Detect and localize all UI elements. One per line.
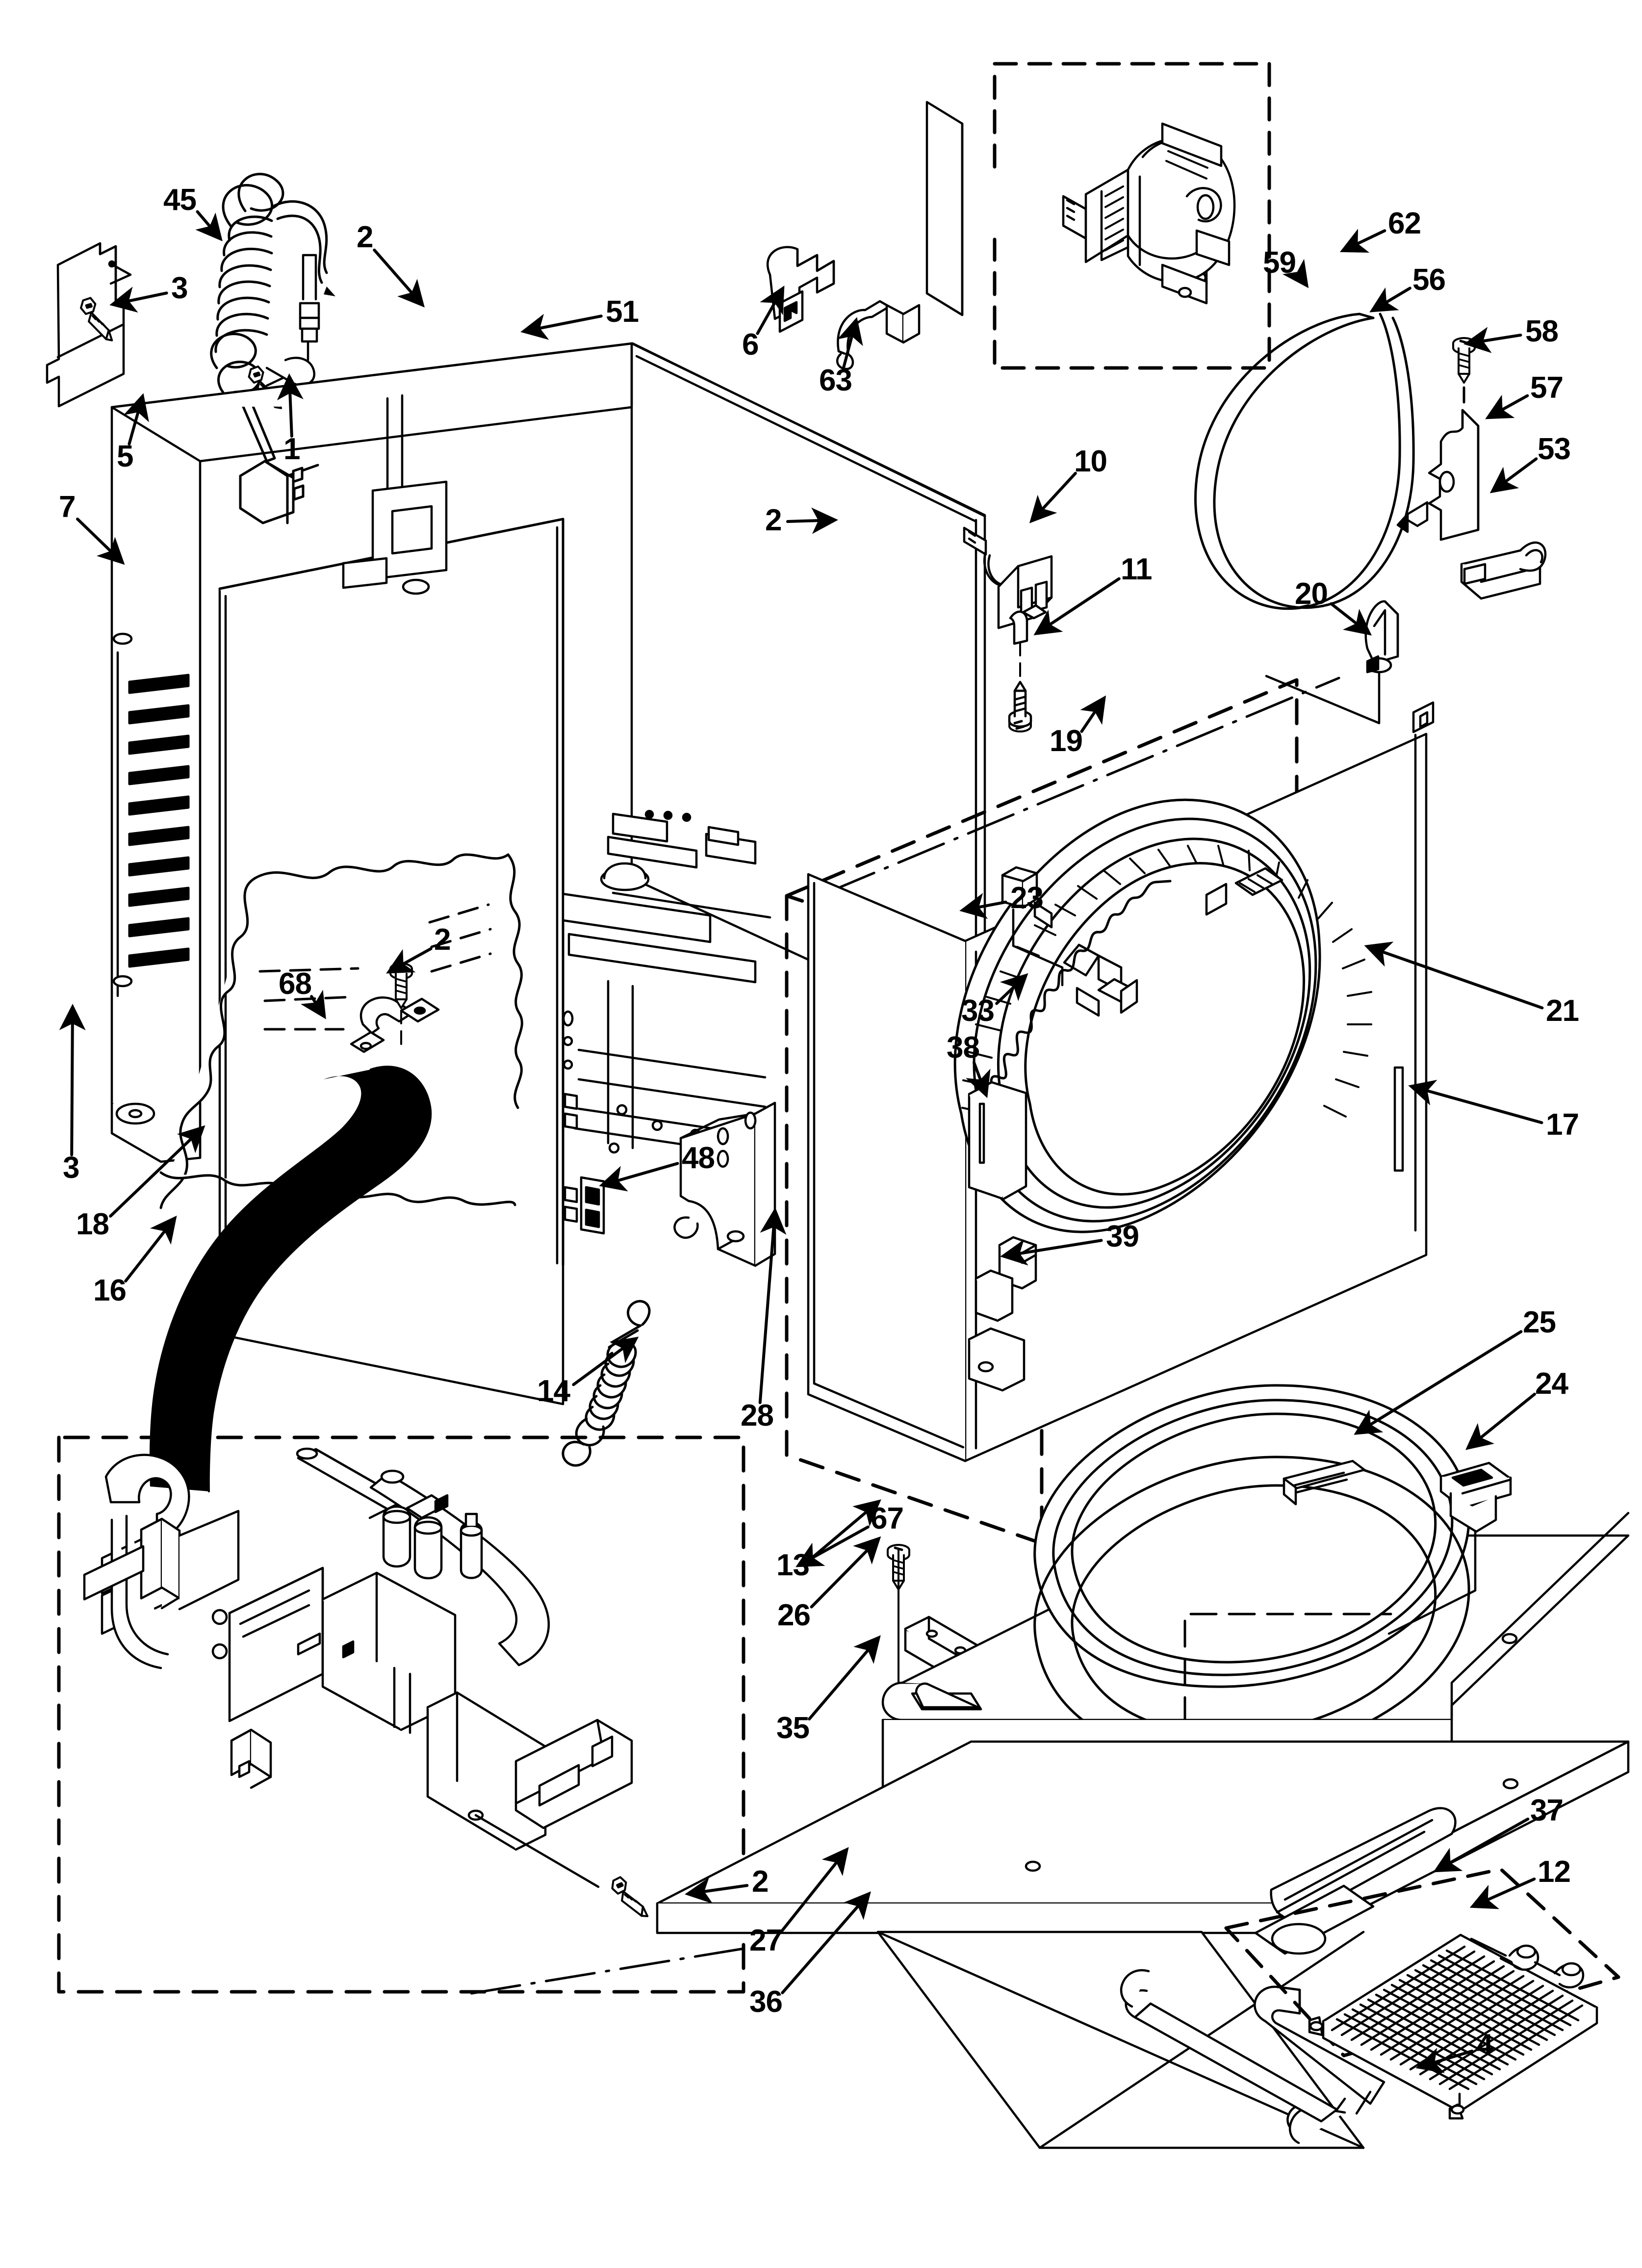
callout-28: 28	[741, 1399, 774, 1433]
leader-line-1	[277, 373, 304, 438]
leader-line-33	[995, 973, 1028, 1005]
leader-line-63	[837, 317, 863, 370]
leader-line-28	[758, 1207, 787, 1405]
callout-25: 25	[1523, 1305, 1556, 1339]
leader-line-58	[1463, 327, 1522, 353]
callout-24: 24	[1535, 1367, 1568, 1401]
callout-39: 39	[1106, 1220, 1139, 1253]
leader-line-11	[1033, 577, 1121, 635]
callout-14: 14	[537, 1374, 570, 1408]
callout-53: 53	[1538, 432, 1571, 466]
callout-4: 4	[1476, 2028, 1493, 2062]
callout-68: 68	[279, 967, 312, 1001]
leader-line-53	[1489, 457, 1538, 494]
leader-line-23	[959, 893, 1007, 919]
callout-2a: 2	[357, 220, 373, 254]
callout-48: 48	[682, 1141, 715, 1175]
callout-5: 5	[117, 440, 133, 473]
leader-line-13	[810, 1499, 881, 1560]
callout-17: 17	[1546, 1108, 1579, 1142]
leader-line-3b	[59, 1004, 86, 1157]
callout-26: 26	[777, 1598, 811, 1632]
callout-63: 63	[819, 364, 852, 397]
leader-line-6	[756, 286, 785, 335]
leader-line-56	[1369, 287, 1411, 313]
callout-10: 10	[1074, 444, 1107, 478]
leader-line-39	[1000, 1239, 1103, 1266]
callout-51: 51	[606, 295, 639, 329]
leader-line-59	[1282, 259, 1309, 288]
callout-18: 18	[76, 1207, 109, 1241]
callout-67: 67	[871, 1502, 904, 1536]
leader-line-35	[808, 1635, 881, 1721]
callout-13: 13	[776, 1548, 810, 1582]
leader-line-17	[1408, 1080, 1543, 1124]
leader-line-2a	[373, 248, 425, 308]
leader-line-12	[1469, 1877, 1536, 1909]
callout-57: 57	[1530, 371, 1564, 405]
leader-line-16	[124, 1215, 177, 1283]
leader-line-19	[1080, 695, 1106, 733]
callout-7: 7	[59, 490, 76, 524]
leader-line-20	[1330, 602, 1372, 636]
callout-56: 56	[1412, 263, 1446, 297]
callout-19: 19	[1050, 724, 1083, 758]
callout-20: 20	[1295, 577, 1328, 611]
leader-line-5	[123, 393, 149, 446]
callout-37: 37	[1530, 1794, 1564, 1827]
leader-line-2b	[786, 507, 838, 534]
callout-3a: 3	[171, 271, 188, 305]
leader-line-45	[195, 210, 223, 241]
callout-12: 12	[1538, 1855, 1571, 1889]
leader-line-38	[965, 1061, 991, 1098]
callout-36: 36	[749, 1985, 783, 2019]
leader-line-62	[1339, 229, 1386, 253]
callout-16: 16	[93, 1274, 127, 1307]
leader-line-36	[781, 1891, 871, 1995]
leader-line-7	[76, 518, 125, 565]
callout-3b: 3	[63, 1151, 79, 1185]
leader-line-25	[1354, 1330, 1523, 1435]
callout-2b: 2	[765, 503, 782, 537]
leader-line-10	[1029, 471, 1077, 523]
leader-line-68	[301, 990, 326, 1019]
callout-11: 11	[1121, 552, 1153, 586]
leader-line-48	[599, 1162, 679, 1192]
callout-35: 35	[776, 1711, 810, 1745]
leader-line-14	[572, 1336, 639, 1386]
callout-59: 59	[1263, 246, 1296, 280]
leader-line-57	[1485, 394, 1529, 419]
callout-1: 1	[283, 432, 300, 466]
leader-line-51	[520, 313, 603, 340]
leader-line-24	[1465, 1392, 1536, 1450]
callout-58: 58	[1525, 314, 1559, 348]
leader-line-2c	[386, 947, 433, 974]
callout-38: 38	[947, 1031, 980, 1065]
callout-62: 62	[1388, 207, 1421, 240]
leader-line-2d	[685, 1877, 749, 1904]
leader-line-37	[1433, 1817, 1530, 1873]
leader-line-21	[1364, 941, 1544, 1010]
callout-45: 45	[163, 183, 197, 217]
leader-line-27	[780, 1847, 849, 1933]
callout-2c: 2	[434, 923, 451, 957]
callout-33: 33	[961, 994, 995, 1028]
leader-line-18	[109, 1125, 205, 1218]
callout-2d: 2	[752, 1865, 769, 1899]
leader-line-3a	[109, 287, 168, 313]
callout-21: 21	[1546, 994, 1579, 1028]
callout-23: 23	[1010, 881, 1044, 915]
callout-27: 27	[749, 1924, 783, 1957]
leader-line-4	[1415, 2048, 1474, 2073]
leader-line-26	[810, 1536, 881, 1609]
callout-6: 6	[742, 328, 759, 362]
